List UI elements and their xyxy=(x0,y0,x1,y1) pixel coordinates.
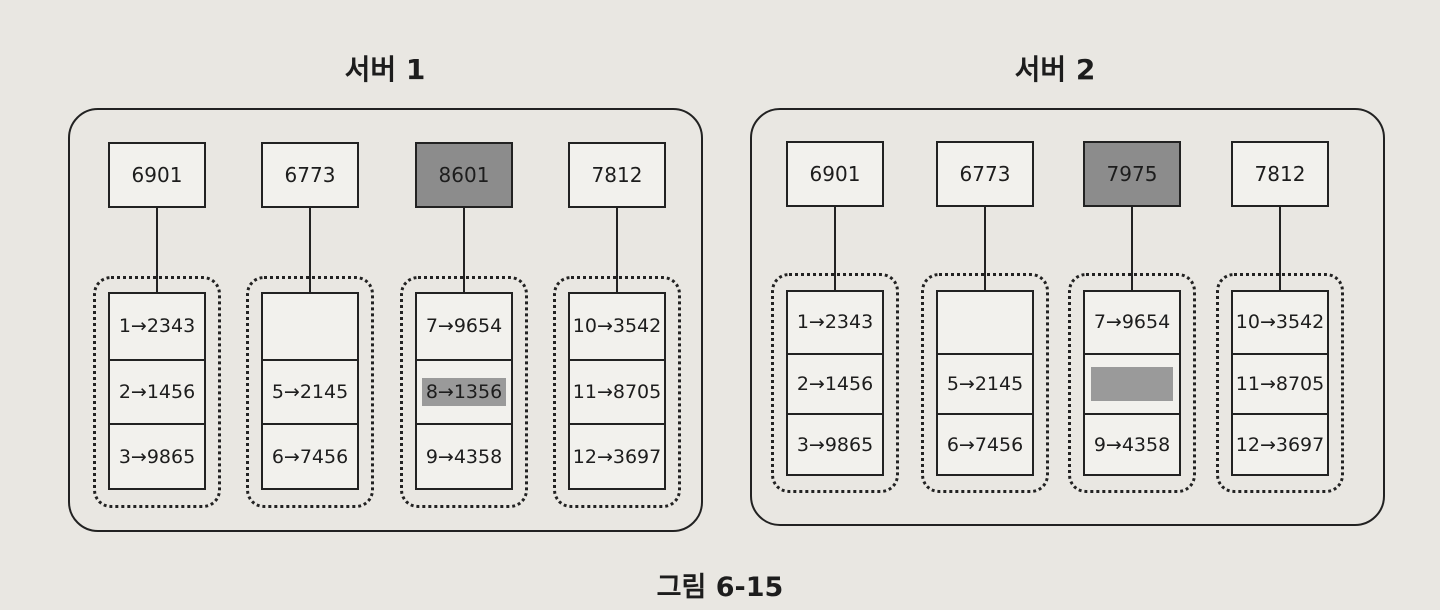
shard-table: 7→9654 8→1356 9→4358 xyxy=(415,292,513,490)
shard-table: 10→3542 11→8705 12→3697 xyxy=(1231,290,1329,476)
key-value-text: 3→9865 xyxy=(796,433,874,456)
key-value-text: 8→1356 xyxy=(421,377,507,406)
table-row: 6→7456 xyxy=(263,423,357,488)
shard-table: 1→2343 2→1456 3→9865 xyxy=(108,292,206,490)
table-row xyxy=(263,294,357,359)
shard-group-outline xyxy=(246,276,374,508)
key-value-text: 1→2343 xyxy=(118,315,196,338)
shard-group-outline xyxy=(400,276,528,508)
hash-box: 6773 xyxy=(261,142,359,208)
hash-box: 7812 xyxy=(1231,141,1329,207)
key-value-text: 5→2145 xyxy=(271,380,349,403)
table-row: 2→1456 xyxy=(788,352,882,414)
table-row: 7→9654 xyxy=(1085,292,1179,353)
key-value-text: 9→4358 xyxy=(1093,433,1171,456)
key-value-text: 10→3542 xyxy=(1235,311,1325,334)
shard-table: 5→2145 6→7456 xyxy=(261,292,359,490)
table-row: 3→9865 xyxy=(110,423,204,488)
table-row: 9→4358 xyxy=(1085,413,1179,474)
connector-line xyxy=(1131,207,1133,290)
table-row: 12→3697 xyxy=(1233,413,1327,474)
key-value-text: 9→4358 xyxy=(425,445,503,468)
hash-box: 8601 xyxy=(415,142,513,208)
table-row: 7→9654 xyxy=(417,294,511,359)
shard-table: 7→9654 9→4358 xyxy=(1083,290,1181,476)
key-value-text: 12→3697 xyxy=(1235,433,1325,456)
connector-line xyxy=(156,208,158,292)
table-row: 1→2343 xyxy=(110,294,204,359)
table-row: 5→2145 xyxy=(938,352,1032,414)
hash-box: 7975 xyxy=(1083,141,1181,207)
hash-box: 6773 xyxy=(936,141,1034,207)
server-title: 서버 2 xyxy=(1014,53,1096,86)
table-row: 1→2343 xyxy=(788,292,882,353)
connector-line xyxy=(834,207,836,290)
table-row: 11→8705 xyxy=(570,358,664,424)
shard-table: 1→2343 2→1456 3→9865 xyxy=(786,290,884,476)
table-row: 3→9865 xyxy=(788,413,882,474)
server-container xyxy=(750,108,1385,526)
table-row: 10→3542 xyxy=(570,294,664,359)
shard-group-outline xyxy=(771,273,899,493)
table-row: 12→3697 xyxy=(570,423,664,488)
shard-group-outline xyxy=(921,273,1049,493)
key-value-text: 3→9865 xyxy=(118,445,196,468)
key-value-text: 11→8705 xyxy=(572,380,662,403)
shard-group-outline xyxy=(1216,273,1344,493)
hash-box: 6901 xyxy=(108,142,206,208)
connector-line xyxy=(463,208,465,292)
key-value-text: 6→7456 xyxy=(946,433,1024,456)
key-value-text: 1→2343 xyxy=(796,311,874,334)
shard-group-outline xyxy=(553,276,681,508)
hash-box: 7812 xyxy=(568,142,666,208)
key-value-text: 7→9654 xyxy=(1093,311,1171,334)
server-container xyxy=(68,108,703,532)
table-row: 8→1356 xyxy=(417,358,511,424)
connector-line xyxy=(309,208,311,292)
table-row: 10→3542 xyxy=(1233,292,1327,353)
key-value-text: 7→9654 xyxy=(425,315,503,338)
key-value-text: 12→3697 xyxy=(572,445,662,468)
server-title: 서버 1 xyxy=(344,53,426,86)
table-row xyxy=(938,292,1032,353)
connector-line xyxy=(616,208,618,292)
table-row: 9→4358 xyxy=(417,423,511,488)
table-row: 6→7456 xyxy=(938,413,1032,474)
key-value-text: 2→1456 xyxy=(796,372,874,395)
key-value-text: 11→8705 xyxy=(1235,372,1325,395)
table-row: 2→1456 xyxy=(110,358,204,424)
table-row: 5→2145 xyxy=(263,358,357,424)
shard-group-outline xyxy=(93,276,221,508)
shard-table: 10→3542 11→8705 12→3697 xyxy=(568,292,666,490)
deleted-entry-block xyxy=(1091,366,1173,401)
shard-group-outline xyxy=(1068,273,1196,493)
table-row: 11→8705 xyxy=(1233,352,1327,414)
key-value-text: 6→7456 xyxy=(271,445,349,468)
shard-table: 5→2145 6→7456 xyxy=(936,290,1034,476)
figure-caption: 그림 6-15 xyxy=(656,572,784,603)
key-value-text: 2→1456 xyxy=(118,380,196,403)
hash-box: 6901 xyxy=(786,141,884,207)
key-value-text: 5→2145 xyxy=(946,372,1024,395)
connector-line xyxy=(1279,207,1281,290)
table-row xyxy=(1085,352,1179,414)
key-value-text: 10→3542 xyxy=(572,315,662,338)
connector-line xyxy=(984,207,986,290)
